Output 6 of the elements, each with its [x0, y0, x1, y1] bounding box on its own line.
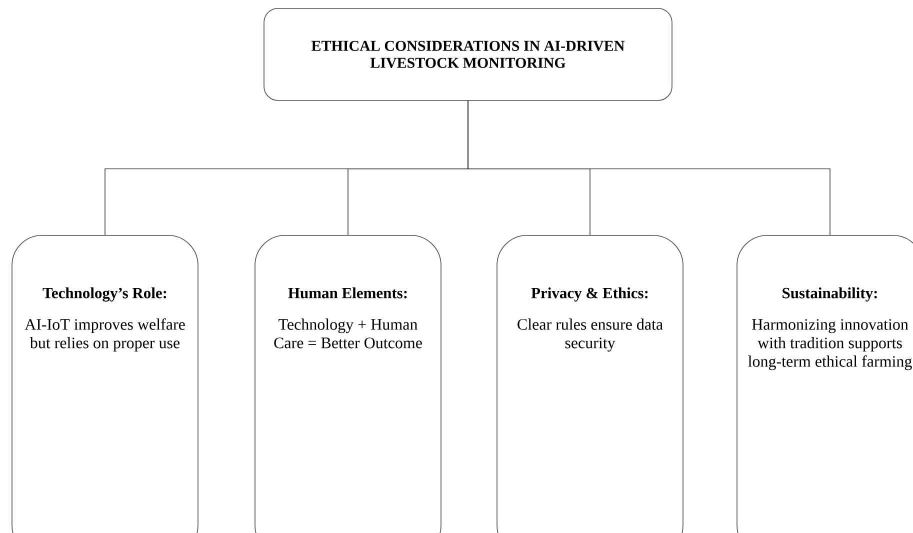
- category-box: Human Elements: Technology + Human Care = Better Outcome: [254, 235, 442, 533]
- title-box: ETHICAL CONSIDERATIONS IN AI-DRIVEN LIVESTOCK MONITORING: [264, 8, 672, 101]
- category-box: Technology’s Role: AI-IoT improves welfare but relies on proper use: [12, 235, 198, 533]
- connector-line: [468, 100, 830, 236]
- category-box: Privacy & Ethics: Clear rules ensure data security: [496, 235, 684, 533]
- category-box: Sustainability: Harmonizing innovation with tradition supports long-term ethical farming: [736, 235, 913, 533]
